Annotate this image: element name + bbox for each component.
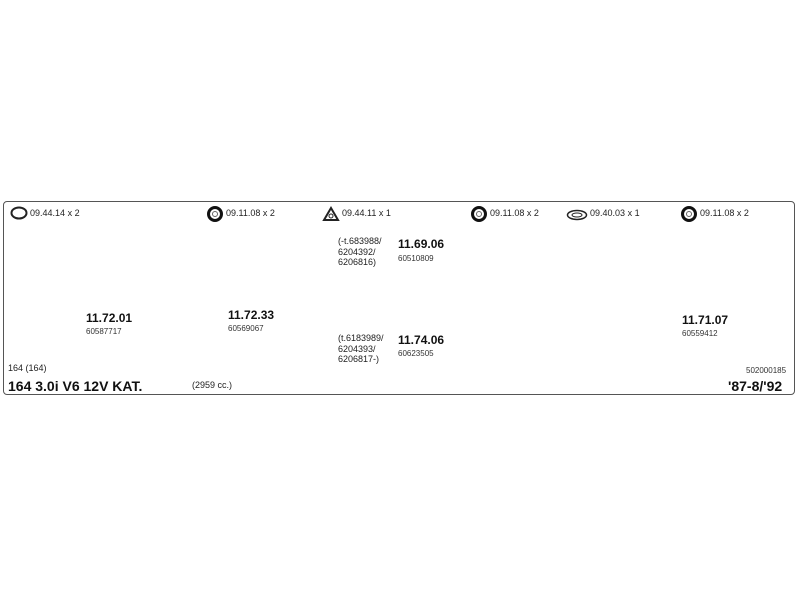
hardware-code: 09.44.14	[30, 208, 66, 218]
oe-number-front-pipe: 60587717	[86, 327, 122, 336]
centre-section-range-note: (-t.683988/ 6204392/ 6206816)	[338, 236, 382, 268]
vehicle-title: 164 3.0i V6 12V KAT.	[8, 378, 143, 394]
part-number-alt-centre-silencer: 11.74.06	[398, 333, 445, 347]
model-code: 164 (164)	[8, 363, 47, 373]
part-number-centre-silencer: 11.69.06	[398, 237, 445, 251]
catalog-number: 502000185	[746, 366, 787, 375]
oe-number-centre-silencer: 60510809	[398, 254, 434, 263]
hardware-code: 09.40.03	[590, 208, 626, 218]
hardware-label: 09.11.08 x 2	[700, 208, 749, 218]
rubber-ring-icon	[680, 206, 698, 227]
hardware-code: 09.11.08	[490, 208, 525, 218]
note-line: (-t.683988/	[338, 236, 382, 246]
hardware-code: 09.11.08	[226, 208, 261, 218]
hardware-label: 09.44.11 x 1	[342, 208, 391, 218]
hardware-quantity: x 2	[736, 208, 749, 218]
hardware-quantity: x 2	[526, 208, 539, 218]
hardware-label: 09.11.08 x 2	[226, 208, 275, 218]
note-line: 6204392/	[338, 246, 376, 257]
note-line: 6206816)	[338, 257, 377, 267]
hardware-code: 09.44.11	[342, 208, 377, 218]
hardware-quantity: x 1	[378, 208, 391, 218]
hardware-label: 09.44.14 x 2	[30, 208, 80, 218]
hardware-quantity: x 2	[67, 208, 80, 218]
rubber-ring-icon	[470, 206, 488, 227]
model-years: '87-8/'92	[728, 378, 783, 394]
alt-centre-range-note: (t.6183989/ 6204393/ 6206817-)	[338, 333, 384, 365]
diagram-frame	[3, 201, 795, 395]
oe-number-rear-silencer: 60559412	[682, 329, 718, 338]
flat-gasket-icon	[566, 208, 588, 226]
oe-number-catalytic-converter: 60569067	[228, 324, 264, 333]
hardware-code: 09.11.08	[700, 208, 735, 218]
hardware-quantity: x 1	[627, 208, 640, 218]
hardware-label: 09.40.03 x 1	[590, 208, 640, 218]
part-number-front-pipe: 11.72.01	[86, 311, 133, 325]
part-number-rear-silencer: 11.71.07	[682, 313, 729, 327]
engine-displacement: (2959 cc.)	[192, 380, 233, 390]
oe-number-alt-centre-silencer: 60623505	[398, 349, 434, 358]
triangle-gasket-icon	[322, 206, 340, 227]
part-number-catalytic-converter: 11.72.33	[228, 308, 275, 322]
hardware-label: 09.11.08 x 2	[490, 208, 539, 218]
note-line: (t.6183989/	[338, 333, 384, 343]
rubber-ring-icon	[206, 206, 224, 227]
oval-gasket-icon	[10, 206, 28, 225]
note-line: 6206817-)	[338, 354, 380, 364]
hardware-quantity: x 2	[262, 208, 275, 218]
note-line: 6204393/	[338, 343, 376, 354]
